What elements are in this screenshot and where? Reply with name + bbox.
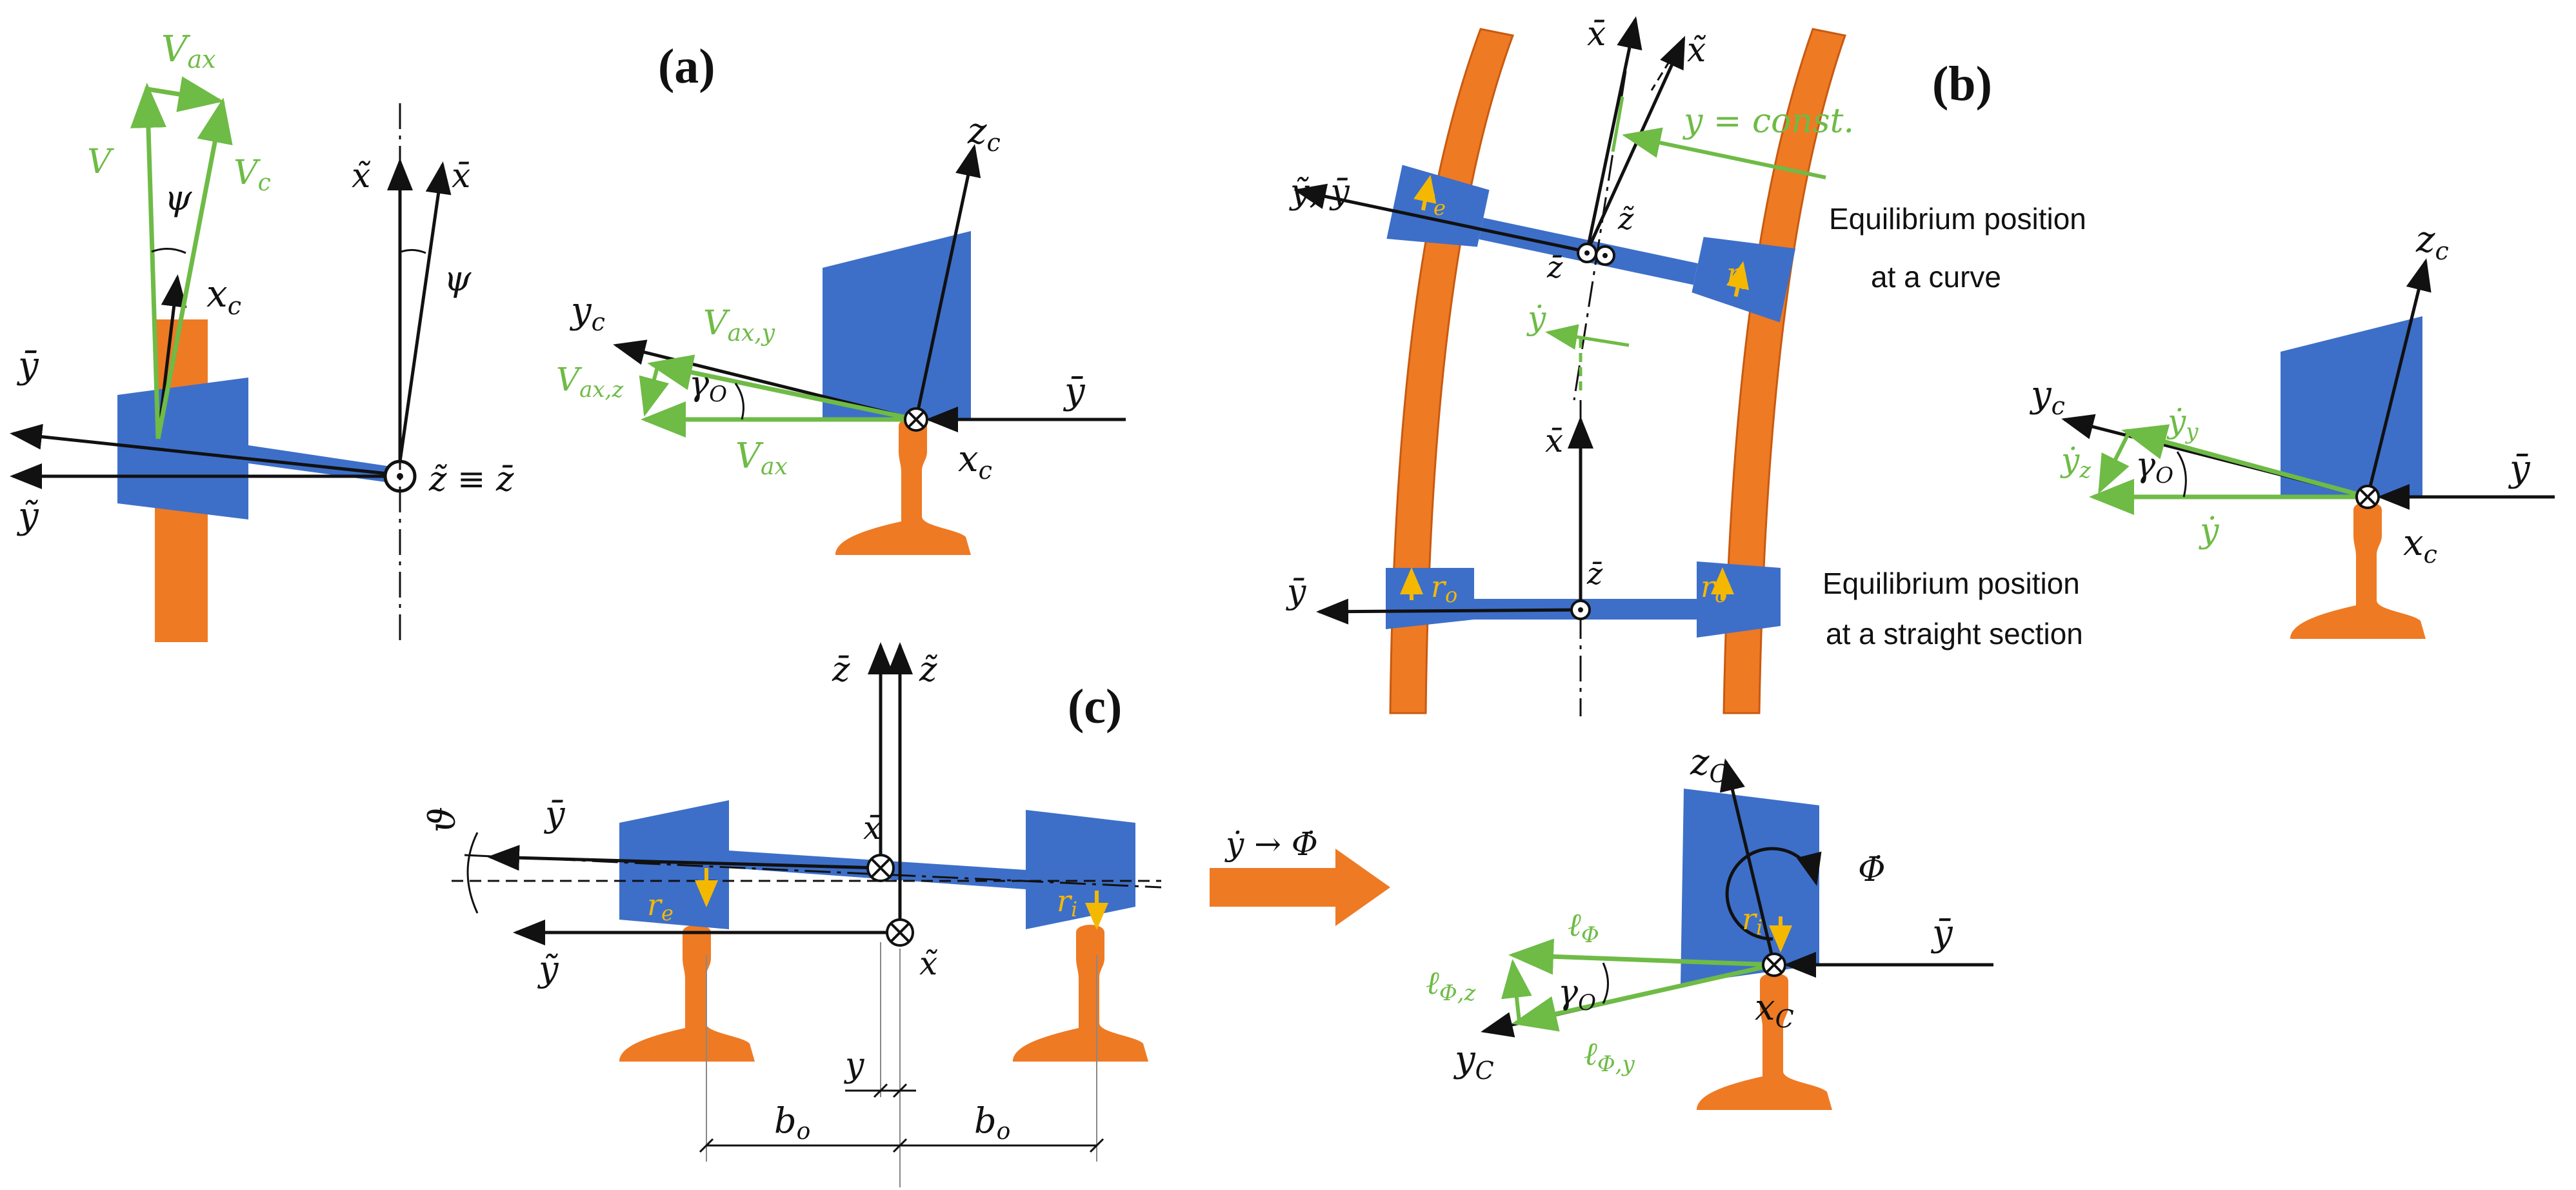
label-V-c: Vc [234, 154, 271, 196]
axle-a-top [248, 445, 400, 484]
label-y-dbar-a: ȳ̄ [16, 345, 39, 387]
label-x-dbar-c: x̄̄ [863, 809, 881, 847]
label-y-dbar-c-cross: ȳ̄ [1930, 913, 1953, 954]
label-ydot-z: ẏz [2060, 441, 2092, 483]
label-V-ax-cross: Vax [735, 436, 788, 480]
label-ydot-b-cross: ẏ [2199, 512, 2219, 550]
label-gamma-b: γO [2135, 446, 2173, 489]
label-y-c-a: yc [569, 290, 605, 336]
label-y-pair: ỹ, ȳ̄ [1289, 173, 1350, 212]
panel-c-cross-section: zC Φ̇ ri ȳ̄ ℓΦ ℓΦ,z γO ℓΦ,y yC xC [1426, 741, 1993, 1110]
label-V-axy: Vax,y [703, 304, 775, 347]
label-psi-right: ψ [444, 258, 472, 299]
orange-arrow [1210, 849, 1390, 926]
panel-b-cross-section: zc yc ẏy ẏz γO ẏ ȳ̄ xc [2029, 219, 2555, 639]
label-b-o-left: bo [774, 1100, 810, 1145]
label-gamma-a: γO [689, 365, 727, 407]
wheel-profile-c [1681, 789, 1819, 984]
label-z-dbar-b-low: z̄̄ [1586, 556, 1603, 591]
label-x-c-top: xc [206, 272, 241, 320]
label-phi-dot: Φ̇ [1858, 851, 1886, 889]
label-r-i-c-cross: ri [1742, 902, 1762, 940]
label-gamma-c: γO [1558, 973, 1596, 1016]
label-eq-curve-2: at a curve [1871, 260, 2001, 294]
label-x-tilde-a: x̃ [352, 157, 371, 196]
label-z-c-a: zc [967, 110, 1001, 157]
label-y-tilde-c: ỹ [537, 949, 559, 989]
label-r-o-left: ro [1431, 569, 1457, 607]
label-y-dbar-b-low: ȳ̄ [1286, 573, 1306, 612]
label-r-i-c: ri [1057, 883, 1077, 922]
label-r-o-right: ro [1701, 569, 1727, 607]
label-x-dbar-a: x̄̄ [452, 157, 470, 196]
label-y-dbar-c: ȳ̄ [544, 794, 566, 834]
label-transform: ẏ → Φ̇ [1224, 825, 1318, 863]
label-b-o-right: bo [974, 1100, 1010, 1145]
label-V: V [87, 143, 114, 181]
wheel-profile-b [2281, 316, 2422, 497]
panel-c-front-view: (c) z̄̄ z̃ ϑ ȳ̄ x̄̄ re [422, 642, 1162, 1187]
label-r-i-b: ri [1726, 256, 1747, 294]
label-x-c-a: xc [958, 438, 992, 485]
panel-label-c: (c) [1068, 680, 1122, 734]
panel-a-cross-section: (a) zc yc Vax,y Vax,z γO Vax ȳ̄ xc [556, 39, 1126, 555]
label-z-c-b: zc [2415, 219, 2449, 265]
label-y-const: y = const. [1682, 102, 1854, 141]
label-psi-left: ψ [165, 177, 192, 218]
transform-arrow: ẏ → Φ̇ [1210, 825, 1390, 926]
label-l-phi-y: ℓΦ,y [1584, 1035, 1635, 1077]
rail-b-right [1722, 28, 1846, 714]
label-V-axz: Vax,z [556, 361, 624, 403]
wheel-a-top [117, 378, 248, 519]
label-y-dbar-b-cross: ȳ̄ [2508, 448, 2531, 490]
rail-profile-c-right [1013, 925, 1148, 1062]
panel-a-top-view: Vax V Vc ψ xc ȳ̄ ỹ z̃ ≡ z̄̄ x̃ x̄̄ ψ [10, 28, 514, 645]
label-eq-curve-1: Equilibrium position [1829, 202, 2086, 236]
rail-profile-c-left [619, 925, 755, 1062]
label-V-ax-top: Vax [161, 28, 216, 74]
label-y-tilde-a: ỹ [16, 495, 39, 537]
label-z-equiv: z̃ ≡ z̄̄ [428, 460, 514, 499]
wheel-c-right [1026, 810, 1135, 929]
label-y-shift: y [844, 1046, 864, 1085]
label-z-tilde-c: z̃ [919, 650, 937, 689]
label-ydot-y: ẏy [2166, 403, 2199, 445]
label-x-c-c: xC [1755, 987, 1794, 1033]
panel-b-curved-track: (b) x̄̄ x [1286, 15, 2086, 716]
label-r-e-c: re [647, 887, 674, 925]
label-x-tilde-b-top: x̃ [1687, 31, 1706, 70]
label-x-dbar-b-top: x̄̄ [1587, 15, 1606, 54]
rail-profile-a [835, 418, 971, 555]
label-y-dbar-a-cross: ȳ̄ [1063, 370, 1086, 412]
label-eq-straight-1: Equilibrium position [1822, 567, 2080, 600]
wheel-b-straight-left [1386, 568, 1474, 629]
rotation-arrow [1725, 847, 1822, 941]
label-r-e-b: re [1419, 182, 1446, 220]
label-z-c-c: zC [1690, 741, 1728, 788]
label-l-phi: ℓΦ [1568, 906, 1599, 948]
label-y-c-c: yC [1453, 1038, 1494, 1085]
label-eq-straight-2: at a straight section [1826, 617, 2083, 650]
label-ydot-b: ẏ [1526, 299, 1546, 337]
label-z-dbar-b: z̄̄ [1546, 250, 1563, 285]
panel-label-b: (b) [1932, 57, 1992, 111]
label-y-c-b: yc [2029, 374, 2065, 420]
label-l-phi-z: ℓΦ,z [1426, 964, 1477, 1006]
label-z-tilde-b: z̃ [1617, 201, 1634, 236]
label-x-tilde-c: x̃ [919, 945, 937, 982]
label-x-dbar-b-mid: x̄̄ [1545, 422, 1563, 459]
wheel-profile-a [823, 231, 971, 419]
label-x-c-b: xc [2403, 522, 2437, 569]
label-theta: ϑ [422, 807, 464, 832]
panel-label-a: (a) [658, 39, 715, 94]
label-z-dbar-c: z̄̄ [832, 650, 850, 689]
